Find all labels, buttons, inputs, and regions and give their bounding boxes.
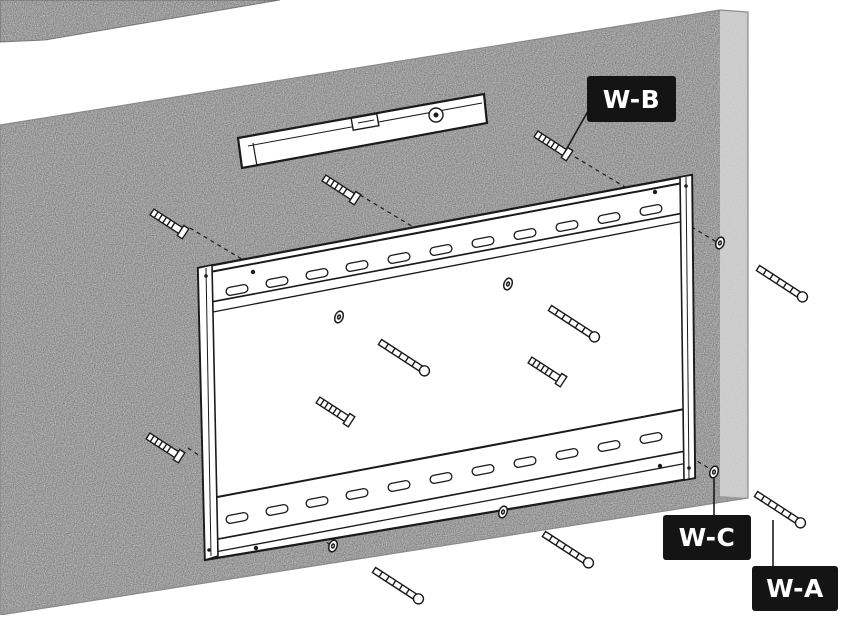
washer-icon <box>708 465 720 479</box>
washer-icon <box>333 310 345 324</box>
washer-label: W-C <box>663 515 751 560</box>
screw-icon <box>753 490 807 529</box>
screw-icon <box>541 530 595 569</box>
washer-icon <box>497 505 509 519</box>
washer-icon <box>714 236 726 250</box>
screw-icon <box>547 304 601 343</box>
screw-icon <box>377 338 431 377</box>
wall-anchor-icon <box>315 396 356 428</box>
washer-icon <box>502 277 514 291</box>
spirit-level-icon <box>236 92 489 170</box>
screw-icon <box>371 566 425 605</box>
washers <box>327 236 726 553</box>
screw-icon <box>755 264 809 303</box>
wall-anchor-icon <box>145 432 186 464</box>
wall-anchor-icon <box>321 174 362 206</box>
wall-anchor-icon <box>149 208 190 240</box>
washer-icon <box>327 539 339 553</box>
screws <box>371 264 809 605</box>
wall-anchors <box>145 130 574 464</box>
mounting-bracket-icon <box>196 173 697 562</box>
wall-anchor-icon <box>527 356 568 388</box>
screw-label: W-A <box>752 566 838 611</box>
upper-wall-slab <box>0 0 281 43</box>
anchor-label: W-B <box>587 76 676 122</box>
wall-anchor-icon <box>533 130 574 162</box>
